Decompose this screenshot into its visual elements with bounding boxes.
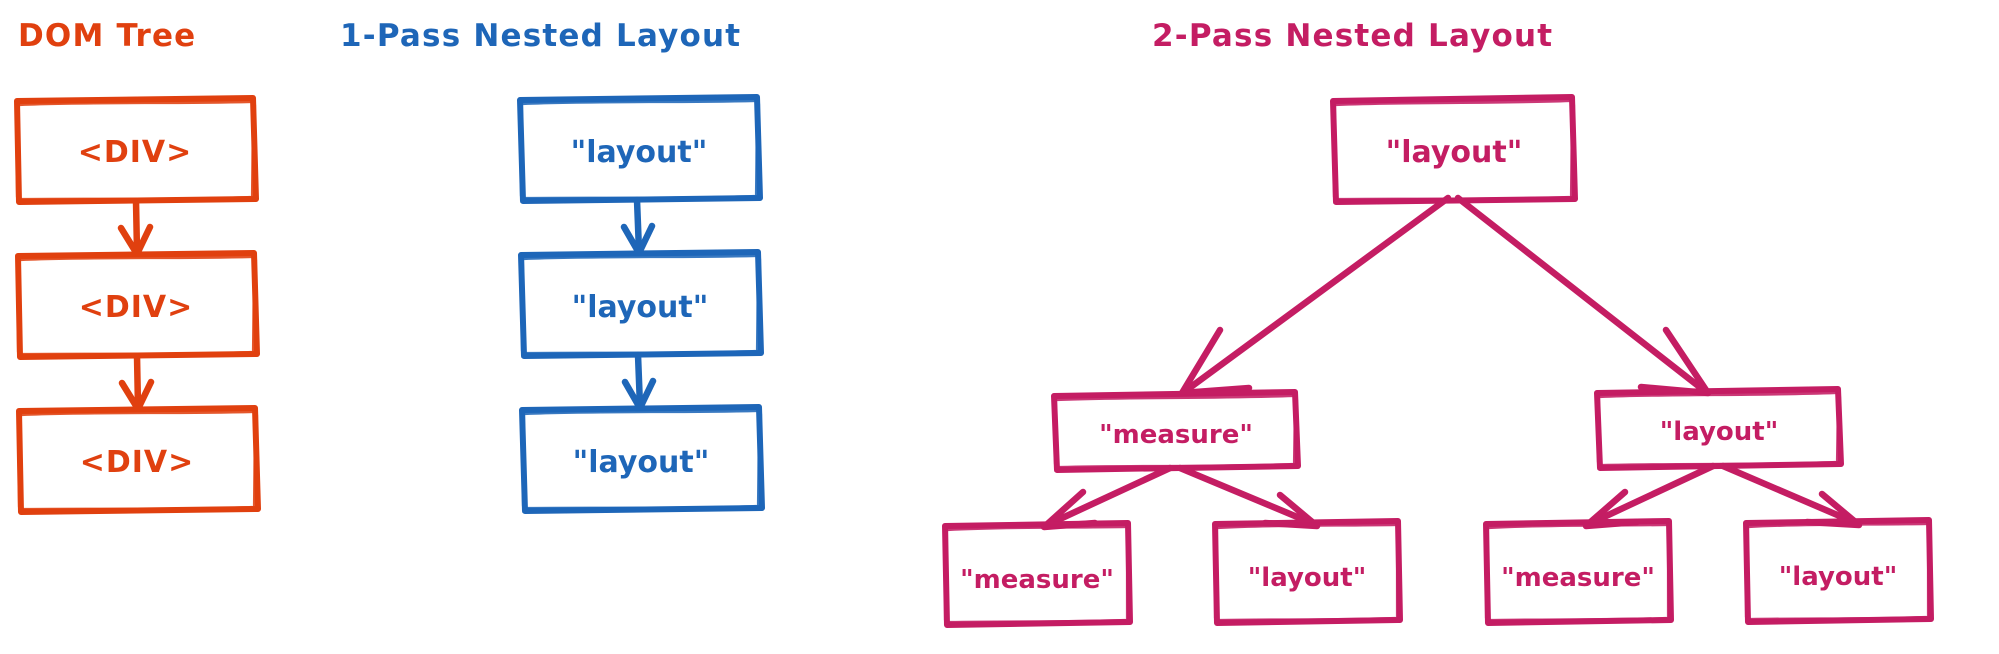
twopass-leaf-1[interactable]: "measure" [942, 520, 1133, 628]
column-title-two-pass: 2-Pass Nested Layout [1152, 18, 1553, 54]
onepass-arrow-1 [620, 196, 656, 257]
twopass-edge-root-right [1454, 194, 1712, 397]
twopass-leaf-2[interactable]: "layout" [1212, 518, 1403, 626]
dom-arrow-1 [117, 197, 154, 258]
dom-node-1[interactable]: <DIV> [14, 95, 259, 205]
twopass-node-measure-L[interactable]: "measure" [1051, 389, 1301, 473]
twopass-node-label: "layout" [1248, 563, 1367, 593]
onepass-node-label: "layout" [572, 290, 709, 325]
onepass-arrow-2 [621, 351, 657, 412]
onepass-node-label: "layout" [573, 445, 710, 480]
onepass-node-label: "layout" [571, 135, 708, 170]
twopass-leaf-4[interactable]: "layout" [1743, 517, 1934, 625]
onepass-node-3[interactable]: "layout" [519, 404, 765, 514]
twopass-edge-layoutR-left [1582, 462, 1717, 530]
twopass-edge-measureL-left [1040, 464, 1174, 531]
twopass-edge-root-left [1178, 194, 1452, 397]
twopass-node-root[interactable]: "layout" [1330, 94, 1578, 205]
twopass-node-label: "measure" [960, 565, 1114, 595]
dom-node-label: <DIV> [79, 290, 194, 325]
dom-node-label: <DIV> [78, 135, 193, 170]
dom-node-2[interactable]: <DIV> [15, 250, 260, 360]
column-dom-tree: DOM Tree <DIV> <DIV> <DIV> [14, 18, 261, 515]
dom-arrow-2 [118, 352, 155, 413]
twopass-leaf-3[interactable]: "measure" [1483, 518, 1674, 626]
twopass-edge-measureL-right [1176, 464, 1321, 530]
twopass-node-label: "layout" [1386, 135, 1523, 170]
twopass-node-label: "layout" [1660, 417, 1779, 447]
onepass-node-1[interactable]: "layout" [517, 94, 763, 204]
twopass-node-label: "measure" [1099, 420, 1253, 450]
twopass-edge-layoutR-right [1719, 462, 1863, 529]
dom-node-3[interactable]: <DIV> [16, 405, 261, 515]
column-title-dom-tree: DOM Tree [18, 18, 196, 54]
column-title-one-pass: 1-Pass Nested Layout [340, 18, 741, 54]
column-two-pass: 2-Pass Nested Layout "layout" "measure" … [942, 18, 1934, 628]
twopass-node-label: "measure" [1501, 563, 1655, 593]
dom-node-label: <DIV> [80, 445, 195, 480]
twopass-node-layout-R[interactable]: "layout" [1594, 386, 1844, 471]
column-one-pass: 1-Pass Nested Layout "layout" "layout" "… [340, 18, 765, 514]
onepass-node-2[interactable]: "layout" [518, 249, 764, 359]
twopass-node-label: "layout" [1779, 562, 1898, 592]
